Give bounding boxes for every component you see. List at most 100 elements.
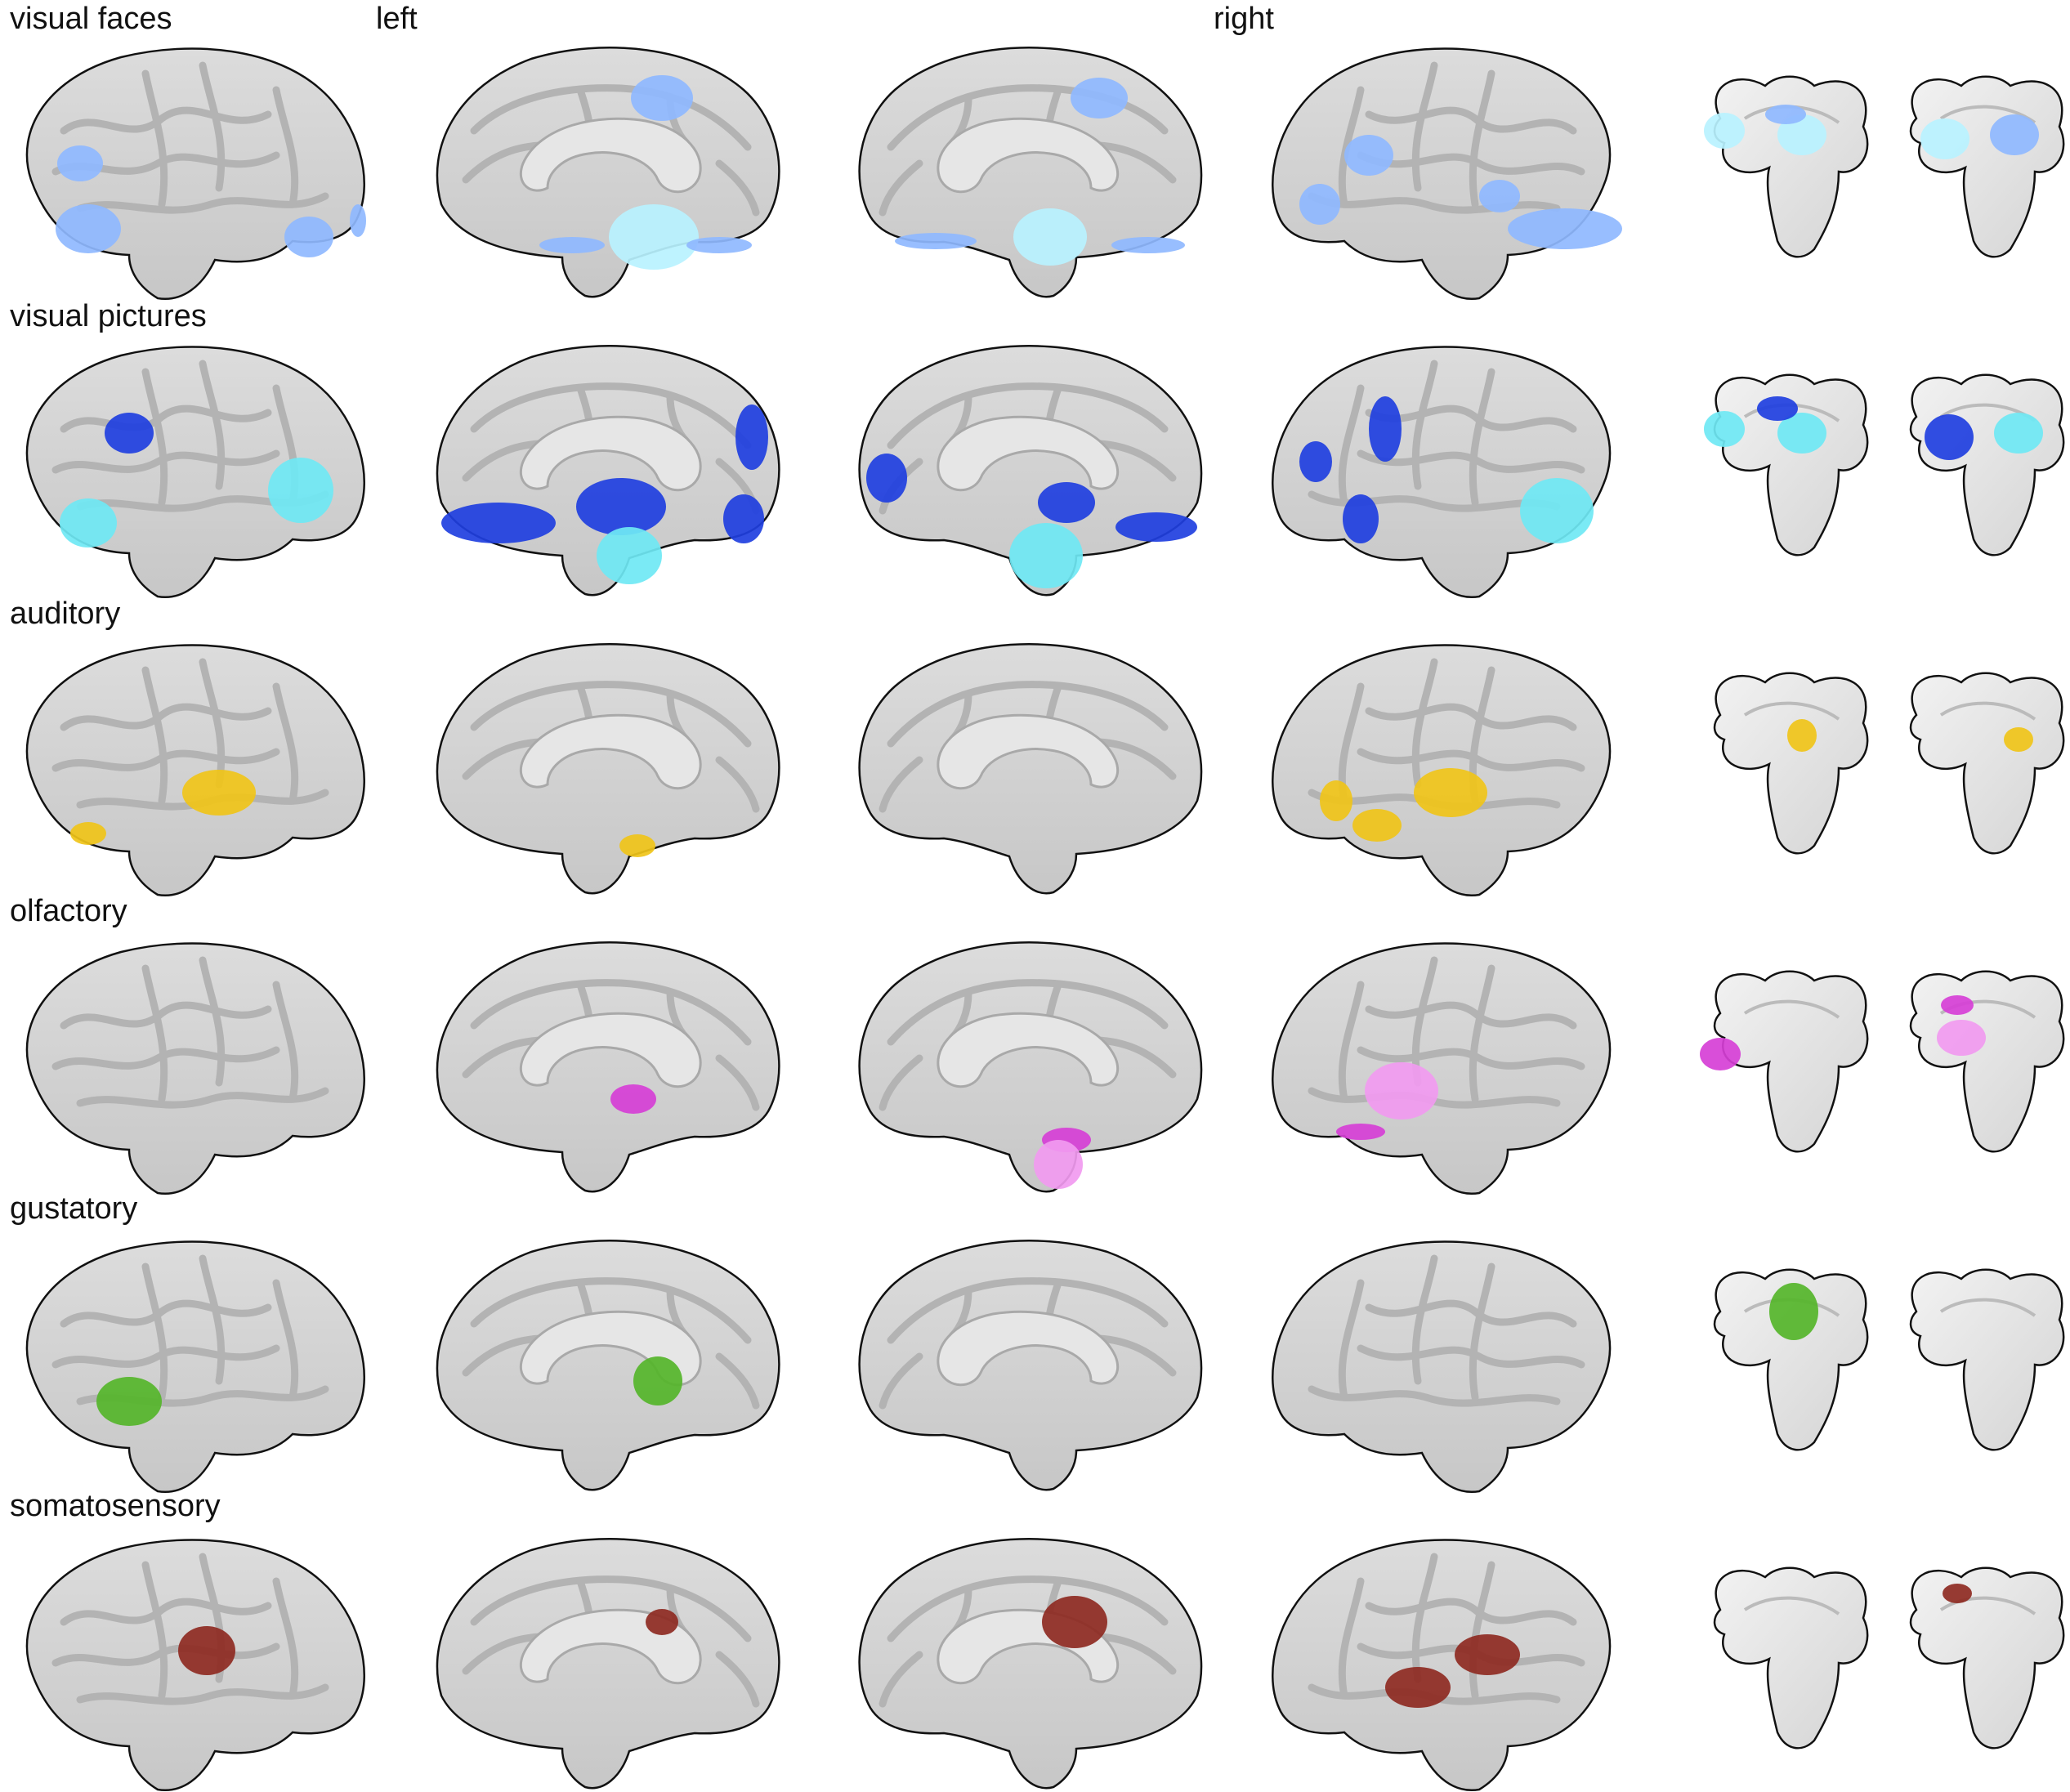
activation-blob [2004, 727, 2033, 752]
activation-blob [1352, 809, 1402, 842]
cerebellum-right-row0 [1909, 75, 2065, 258]
activation-blob [1013, 208, 1087, 266]
medial-brain-row4-col2 [858, 1240, 1203, 1491]
lateral-brain-row4-col3 [1272, 1240, 1612, 1494]
activation-blob [1925, 414, 1974, 460]
activation-blob [1508, 208, 1622, 249]
activation-blob [631, 75, 693, 121]
activation-blob [1994, 413, 2043, 454]
activation-blob [609, 204, 699, 270]
lateral-brain-row5-col0 [25, 1539, 365, 1792]
activation-blob [1038, 482, 1095, 523]
activation-blob [1765, 105, 1806, 124]
header-left-label: left [376, 2, 418, 36]
activation-blob [576, 478, 666, 535]
activation-blob [1941, 995, 1974, 1015]
header-right-label: right [1214, 2, 1274, 36]
activation-blob [1704, 113, 1745, 149]
medial-brain-row2-col1 [436, 643, 780, 895]
activation-blob [1320, 780, 1352, 821]
activation-blob [539, 237, 605, 253]
lateral-brain-row1-col3 [1272, 346, 1612, 599]
activation-blob [57, 145, 103, 181]
activation-blob [1385, 1667, 1451, 1708]
activation-blob [1937, 1020, 1986, 1056]
medial-brain-row0-col1 [436, 47, 780, 298]
activation-blob [284, 217, 333, 257]
activation-blob [1414, 768, 1487, 817]
activation-blob [96, 1377, 162, 1426]
activation-blob [70, 822, 106, 845]
activation-blob [735, 404, 768, 470]
activation-blob [105, 413, 154, 454]
activation-blob [350, 204, 366, 237]
activation-blob [646, 1609, 678, 1635]
row-label-gustatory: gustatory [10, 1191, 138, 1226]
activation-blob [1369, 396, 1402, 462]
activation-blob [686, 237, 752, 253]
cerebellum-left-row3 [1700, 970, 1869, 1153]
lateral-brain-row0-col0 [25, 47, 366, 301]
lateral-brain-row3-col0 [25, 942, 365, 1195]
activation-blob [1009, 523, 1083, 588]
row-label-olfactory: olfactory [10, 894, 127, 928]
cerebellum-left-row0 [1704, 75, 1869, 258]
activation-blob [619, 834, 655, 857]
activation-blob [597, 527, 662, 584]
medial-brain-row1-col2 [858, 345, 1203, 597]
medial-brain-row2-col2 [858, 643, 1203, 895]
activation-blob [1336, 1124, 1385, 1140]
activation-blob [1990, 114, 2039, 155]
row-label-visual-pictures: visual pictures [10, 299, 207, 333]
activation-blob [1299, 441, 1332, 482]
activation-blob [723, 494, 764, 543]
activation-blob [1455, 1634, 1520, 1675]
medial-brain-row3-col1 [436, 941, 780, 1193]
lateral-brain-row2-col3 [1272, 644, 1612, 897]
activation-blob [633, 1356, 682, 1405]
cerebellum-right-row1 [1909, 373, 2065, 556]
cerebellum-right-row5 [1909, 1566, 2065, 1750]
activation-blob [441, 503, 556, 543]
lateral-brain-row2-col0 [25, 644, 365, 897]
activation-blob [866, 454, 907, 503]
activation-blob [1115, 512, 1197, 542]
medial-brain-row4-col1 [436, 1240, 780, 1491]
activation-blob [1777, 413, 1826, 454]
medial-brain-row0-col2 [858, 47, 1203, 298]
activation-blob [1071, 78, 1128, 118]
row-label-visual-faces: visual faces [10, 2, 172, 36]
activation-blob [1344, 135, 1393, 176]
row-label-auditory: auditory [10, 597, 121, 631]
lateral-brain-row4-col0 [25, 1240, 365, 1494]
activation-blob [1769, 1283, 1818, 1340]
activation-blob [1704, 411, 1745, 447]
medial-brain-row1-col1 [436, 345, 780, 597]
cerebellum-left-row1 [1704, 373, 1869, 556]
lateral-brain-row1-col0 [25, 346, 365, 599]
activation-blob [1757, 396, 1798, 421]
cerebellum-left-row4 [1713, 1268, 1869, 1451]
activation-blob [1042, 1596, 1107, 1648]
activation-blob [1943, 1584, 1972, 1603]
activation-blob [60, 498, 117, 547]
medial-brain-row3-col2 [858, 941, 1203, 1193]
activation-blob [1343, 494, 1379, 543]
activation-blob [1365, 1062, 1438, 1119]
activation-blob [1520, 478, 1594, 543]
cerebellum-right-row3 [1909, 970, 2065, 1153]
activation-blob [182, 770, 256, 816]
activation-blob [1111, 237, 1185, 253]
medial-brain-row5-col2 [858, 1538, 1203, 1790]
cerebellum-left-row5 [1713, 1566, 1869, 1750]
activation-blob [56, 204, 121, 253]
activation-blob [178, 1626, 235, 1675]
activation-blob [1700, 1038, 1741, 1070]
activation-blob [1777, 114, 1826, 155]
lateral-brain-row5-col3 [1272, 1539, 1612, 1792]
row-label-somatosensory: somatosensory [10, 1489, 221, 1523]
cerebellum-right-row4 [1909, 1268, 2065, 1451]
activation-blob [610, 1084, 656, 1114]
lateral-brain-row3-col3 [1272, 942, 1612, 1195]
